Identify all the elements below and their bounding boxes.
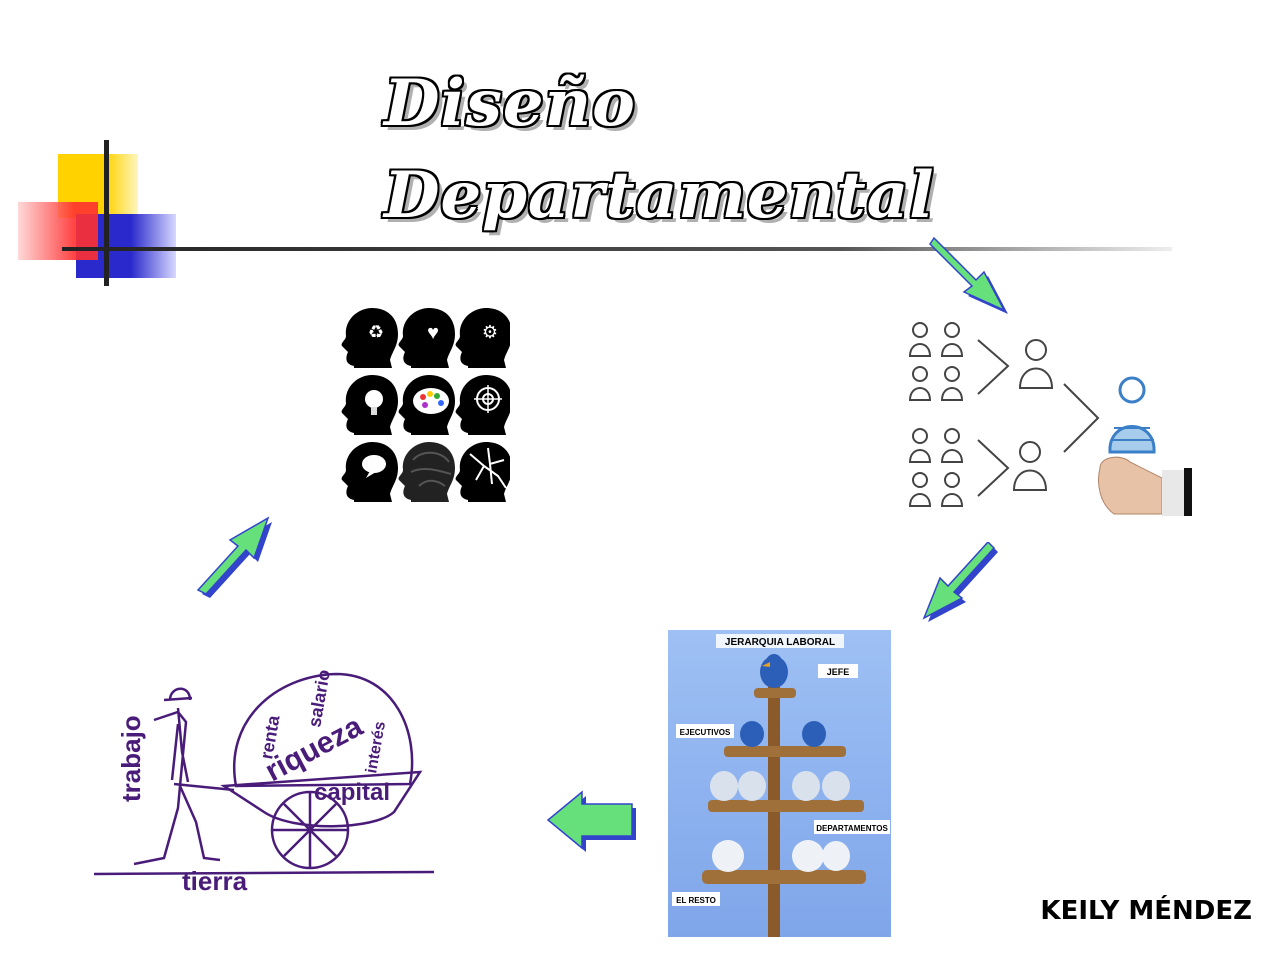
rest-birds	[712, 840, 850, 872]
head-recycle-icon: ♻	[341, 308, 398, 368]
person-icon	[940, 322, 964, 357]
arrow-down-left-icon	[922, 542, 998, 622]
poster-heading: JERARQUIA LABORAL	[725, 637, 835, 648]
corner-decoration	[18, 140, 188, 290]
wealth-sack	[233, 672, 414, 788]
heads-icon-grid: ♻ ♥ ⚙	[341, 308, 510, 502]
department-birds	[710, 771, 850, 801]
chevron-icon	[977, 439, 1010, 497]
wealth-wheelbarrow-image: trabajo renta salario riqueza interés ca…	[93, 668, 435, 894]
svg-text:♥: ♥	[427, 322, 439, 344]
leader-icon	[1108, 376, 1156, 454]
arrow-up-right-icon	[196, 516, 272, 598]
head-palette-icon	[398, 375, 455, 435]
arrow-down-right-icon	[929, 236, 1008, 314]
head-heart-icon: ♥	[398, 308, 455, 368]
word-tierra: tierra	[182, 866, 248, 894]
svg-text:⚙: ⚙	[482, 322, 498, 342]
head-brain-icon	[398, 442, 455, 502]
author-name: KEILY MÉNDEZ	[1040, 896, 1252, 926]
person-icon	[1012, 441, 1048, 491]
person-icon	[940, 472, 964, 507]
word-trabajo: trabajo	[116, 715, 146, 802]
word-interes: interés	[363, 720, 389, 775]
head-gears-icon: ⚙	[455, 308, 510, 368]
title-line-1: Diseño	[384, 66, 636, 141]
label-el-resto: EL RESTO	[676, 896, 716, 905]
arrow-left-icon	[546, 790, 636, 852]
hand-icon	[1098, 456, 1192, 516]
svg-text:♻: ♻	[368, 322, 384, 342]
head-target-icon	[455, 375, 510, 435]
person-icon	[908, 472, 932, 507]
vertical-rule	[104, 140, 109, 286]
person-icon	[940, 428, 964, 463]
person-icon	[1018, 339, 1054, 389]
person-icon	[908, 428, 932, 463]
horizontal-rule	[62, 247, 1172, 251]
hierarchy-poster: JERARQUIA LABORAL JEFE EJECUTIVOS DEPART…	[668, 630, 891, 937]
red-square	[18, 202, 98, 260]
boss-bird-icon	[760, 654, 788, 688]
chevron-icon	[977, 339, 1010, 395]
person-icon	[908, 322, 932, 357]
executive-bird-icon	[740, 721, 764, 747]
head-shattered-icon	[455, 442, 510, 502]
chevron-icon	[1063, 383, 1100, 453]
label-departamentos: DEPARTAMENTOS	[816, 824, 888, 833]
word-capital: capital	[314, 779, 390, 806]
team-structure-image	[908, 322, 1192, 516]
head-lightbulb-icon	[341, 375, 398, 435]
farmer-figure	[133, 687, 221, 866]
head-speech-bubble-icon	[341, 442, 398, 502]
title-line-2: Departamental	[384, 158, 935, 233]
person-icon	[908, 366, 932, 401]
executive-bird-icon	[802, 721, 826, 747]
label-ejecutivos: EJECUTIVOS	[680, 728, 731, 737]
person-icon	[940, 366, 964, 401]
label-jefe: JEFE	[827, 667, 850, 677]
